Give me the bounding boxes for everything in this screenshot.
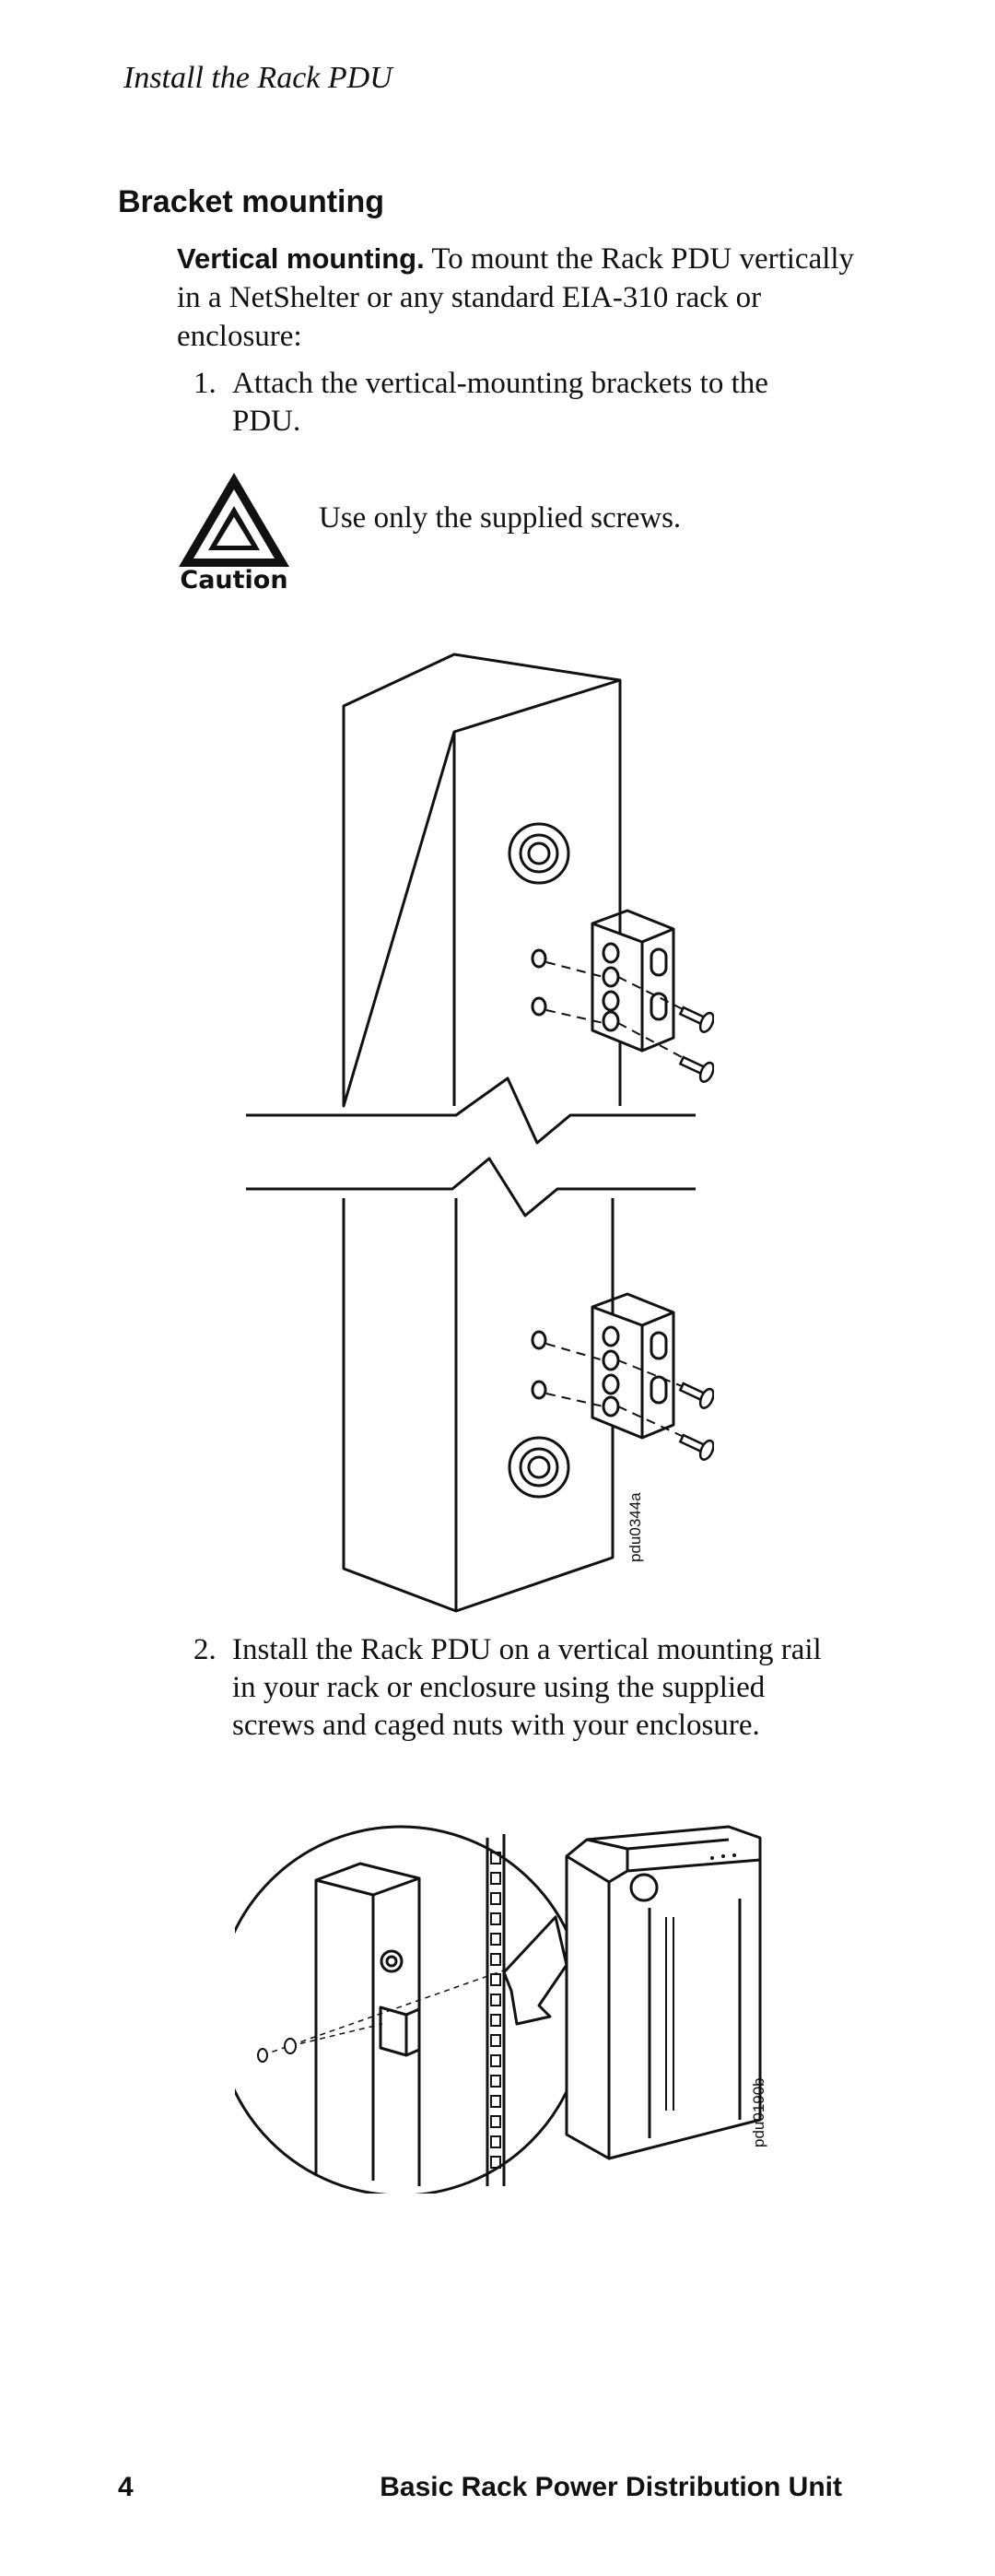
figure-id: pdu0344a xyxy=(626,1492,644,1562)
step-number: 1. xyxy=(193,367,217,400)
step-text: Attach the vertical-mounting brackets to… xyxy=(232,367,768,438)
page-number: 4 xyxy=(118,2472,134,2502)
footer-title: Basic Rack Power Distribution Unit xyxy=(380,2472,842,2502)
section-title: Bracket mounting xyxy=(118,184,385,219)
intro-text: To mount the Rack PDU vertically in a Ne… xyxy=(177,242,855,353)
step-text: Install the Rack PDU on a vertical mount… xyxy=(232,1633,822,1742)
step-1: 1. Attach the vertical-mounting brackets… xyxy=(193,365,838,441)
running-header: Install the Rack PDU xyxy=(123,61,392,95)
step-number: 2. xyxy=(193,1633,217,1666)
caution-label: Caution xyxy=(180,566,288,594)
intro-lead: Vertical mounting. xyxy=(177,242,425,275)
warning-triangle-icon xyxy=(179,473,289,567)
figure-id: pdu0190b xyxy=(750,2077,767,2147)
bracket-attachment-figure: pdu0344a xyxy=(246,653,714,1613)
caution-text: Use only the supplied screws. xyxy=(319,501,682,535)
intro-paragraph: Vertical mounting. To mount the Rack PDU… xyxy=(177,240,859,356)
enclosure-install-figure: pdu0190b xyxy=(235,1825,767,2194)
step-2: 2. Install the Rack PDU on a vertical mo… xyxy=(193,1631,838,1745)
